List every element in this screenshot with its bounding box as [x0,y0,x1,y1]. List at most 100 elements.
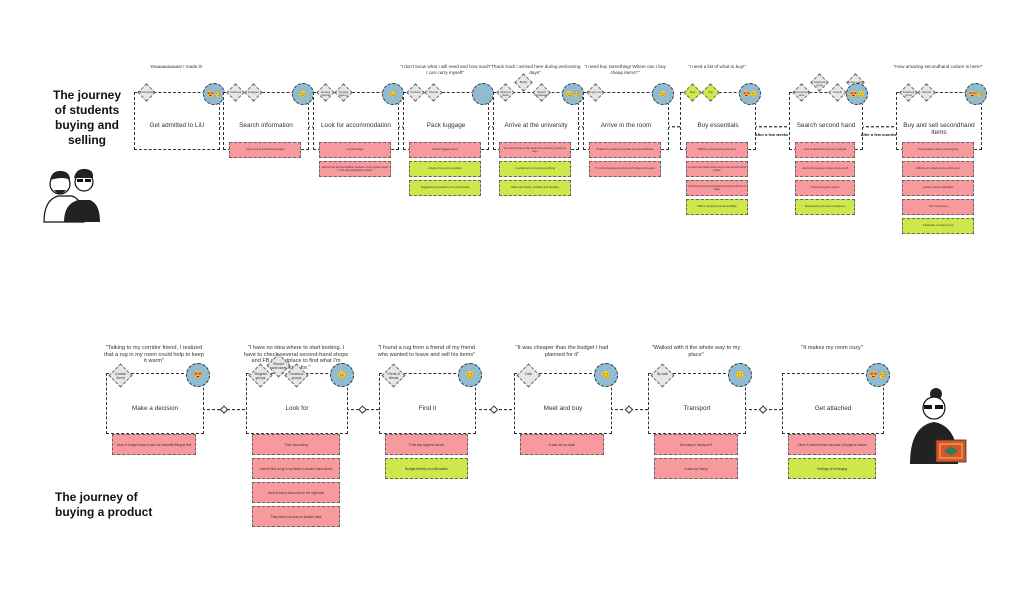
touchpoint-label: Friend of friends [387,372,400,380]
connector-node [219,405,229,414]
pain-point-note: Not easy to transport it [654,434,738,455]
emotion-emoji: 😍🙂 [742,91,758,98]
pain-point-note: Difficulty of transporting big items [686,142,748,158]
pain-point-note: It was not so clean [520,434,604,455]
emotion-indicator: 😍🥳 [866,363,890,387]
touchpoint-label: Student ambassador [534,91,549,97]
touchpoint-label: Corridor friend [114,372,127,380]
rug-person-illustration [910,388,967,464]
stage-box[interactable]: Get attached [782,373,884,434]
pain-point-note: Hard to find a rug in my taste in second… [252,458,340,479]
pain-point-note: Difficulty of contacting time with buyer… [902,161,974,177]
stage-label: Search second hand [796,122,856,130]
stage-quote: "It makes my room cozy" [801,345,863,351]
touchpoint-label: Facebook group [902,91,915,97]
gain-point-note: A guide book on buying everything [499,161,571,177]
connector-node [489,405,499,414]
pain-point-note: Realize the missing essentials such as b… [589,142,661,158]
touchpoint-label: Official website [137,91,156,94]
emotion-indicator: 😊🥳 [562,83,584,105]
gain-point-note: Supported by the same ambiguous [795,199,855,215]
touchpoint-label: Welcome Week [500,91,511,97]
gain-point-note: Suggestions provided by LiU social media [409,180,481,196]
emotion-emoji: 😊 [389,91,397,98]
touchpoint-label: Facebook group [813,81,826,87]
stage-quote: "It was cheaper than the budget I had pl… [515,345,609,358]
pain-point-note: Location related difficulties [902,180,974,196]
gain-point-note: Feelings of belonging [788,458,876,479]
stage-label: Arrive in the room [600,122,652,130]
emotion-indicator: 😊 [594,363,618,387]
touchpoint-label: Suitcase [410,91,421,94]
emotion-indicator: 😊 [292,83,314,105]
touchpoint-label: Friends [833,91,842,94]
stage-quote: "I don't know what I will need and how m… [400,64,490,75]
pain-point-note: Hard to find accommodation because of no… [319,161,391,177]
pain-point-note: Limited information about stores and sec… [686,161,748,177]
pain-point-note: Learn a lot of travelled webpages [229,142,301,158]
emotion-indicator: 😍 [186,363,210,387]
time-gap-label: After a few weeks [754,132,789,138]
emotion-emoji: 😊 [601,372,611,379]
stage-label: Look for accommodation [321,122,391,130]
connector-node [758,405,768,414]
stage-label: Look for [285,404,309,412]
pain-point-note: Too many things at the same time (housin… [499,142,571,158]
emotion-emoji: 😊🥳 [565,91,581,98]
stage-quote: "I found a rug from a friend of my frien… [377,345,476,358]
touchpoint-label: Housing website [320,91,331,97]
touchpoint-label: Facebook groups [289,372,304,380]
touchpoint-label: Second hand stores [270,362,287,370]
pain-point-note: Time consuming [902,199,974,215]
touchpoint-label: Ikea [690,91,695,94]
gain-point-note: Budget friendly and affordable [385,458,468,479]
emotion-emoji: 😍🥳 [206,91,222,98]
time-gap-label: After a few months [860,132,897,138]
stage-label: Get admitted to LiU [149,122,205,130]
pain-point-note: Finding almost all essentials (1 week) a… [686,180,748,196]
pain-point-note: They were not close to student area [252,506,340,527]
stage-label: Buy essentials [697,122,739,130]
stage-quote: "Talking to my corridor friend, I realiz… [104,345,204,365]
emotion-indicator: 😍🙂 [846,83,868,105]
emotion-indicator: 😊 [652,83,674,105]
stage-quote: "How amazing secondhand culture is here!… [893,64,983,69]
product-journey-title: The journey of buying a product [55,490,153,519]
pain-point-note: Trust and hygiene issues [385,434,468,455]
stage-label: Arrive at the university [504,122,568,130]
touchpoint-label: Friends [429,91,438,94]
gain-point-note: Advices from senior students [409,161,481,177]
stage-label: Pack luggage [426,122,466,130]
touchpoint-label: Jula [708,91,713,94]
pain-point-note: Try to find missing essentials with limi… [589,161,661,177]
gain-point-note: IKEA's popularity and accessibility [686,199,748,215]
connector-node [624,405,634,414]
emotion-indicator: 😊 [458,363,482,387]
pain-point-note: Time consuming [252,434,340,455]
pain-point-note: Hard to find people to help carrying stu… [795,161,855,177]
stage-label: Transport [683,404,711,412]
stage-label: Make a decision [131,404,179,412]
students-journey-title: The journey of students buying and selli… [52,88,121,147]
stage-label: Search information [239,122,293,130]
emotion-indicator: 😍🥳 [203,83,225,105]
emotion-emoji: 😍🥳 [968,91,984,98]
connector-node [358,405,367,414]
emotion-emoji: 😍🙂 [849,91,865,98]
touchpoint-label: Facebook [229,91,242,94]
stage-label: Get attached [814,404,852,412]
emotion-indicator: 😍🥳 [965,83,987,105]
touchpoint-label: Buddy [519,81,528,84]
emotion-emoji: 🙂 [735,372,745,379]
emotion-indicator: 😊 [382,83,404,105]
touchpoint-label: Instagram [247,91,260,94]
gain-point-note: It feels like a treasure hunt [902,218,974,234]
pain-point-note: Clean it several times because of hygien… [788,434,876,455]
touchpoint-label: Empty room [588,91,603,94]
touchpoint-label: Online market [847,81,865,84]
pain-point-note: It was too heavy [654,458,738,479]
pain-point-note: Hard to find a clean one in the right si… [252,482,340,503]
stage-box[interactable]: Search information [223,92,309,150]
stage-label: Find it [418,404,437,412]
touchpoint-label: Housing agency [338,91,349,97]
